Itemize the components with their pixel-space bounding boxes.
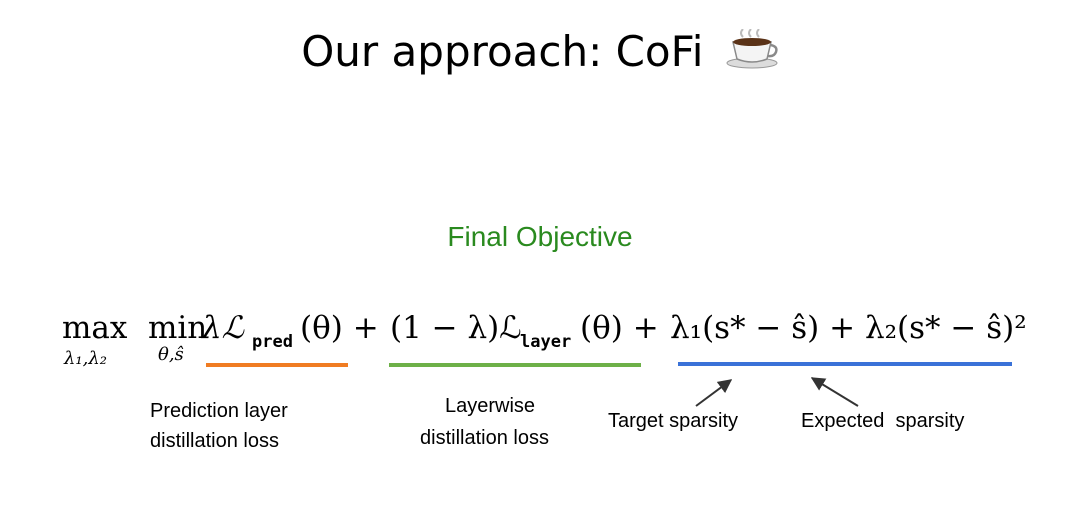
pred-label-line2: distillation loss [150, 430, 279, 452]
coffee-cup-icon [725, 27, 779, 83]
formula-min-sub: θ,ŝ [158, 344, 184, 365]
formula-pred-term: λℒ [202, 310, 244, 346]
formula-pred-arg: (θ) + [300, 310, 379, 346]
target-sparsity-label: Target sparsity [608, 410, 739, 432]
formula-layer-term: (1 − λ)ℒ [390, 310, 522, 346]
pred-underline [206, 363, 348, 367]
final-objective-heading: Final Objective [447, 221, 633, 252]
layer-label-line1: Layerwise [445, 395, 536, 417]
formula-layer-sub: layer [520, 332, 572, 352]
layer-label-line2: distillation loss [420, 427, 549, 449]
formula-max-sub: λ₁,λ₂ [64, 348, 107, 369]
pred-label-line1: Prediction layer [150, 400, 288, 422]
formula-sparsity-terms: λ₁(s* − ŝ) + λ₂(s* − ŝ)² [670, 310, 1027, 346]
slide-title-text: Our approach: CoFi [301, 27, 704, 76]
slide-title: Our approach: CoFi [0, 24, 1080, 83]
formula-max: max [62, 310, 128, 346]
expected-sparsity-label: Expected sparsity [801, 410, 965, 432]
formula-min: min [148, 310, 208, 346]
formula-layer-arg: (θ) + [580, 310, 659, 346]
formula-pred-sub: pred [252, 332, 293, 352]
sparsity-underline [678, 362, 1012, 366]
objective-formula: max λ₁,λ₂ min θ,ŝ λℒ pred (θ) + (1 − λ)ℒ… [62, 300, 1052, 390]
layer-underline [389, 363, 641, 367]
